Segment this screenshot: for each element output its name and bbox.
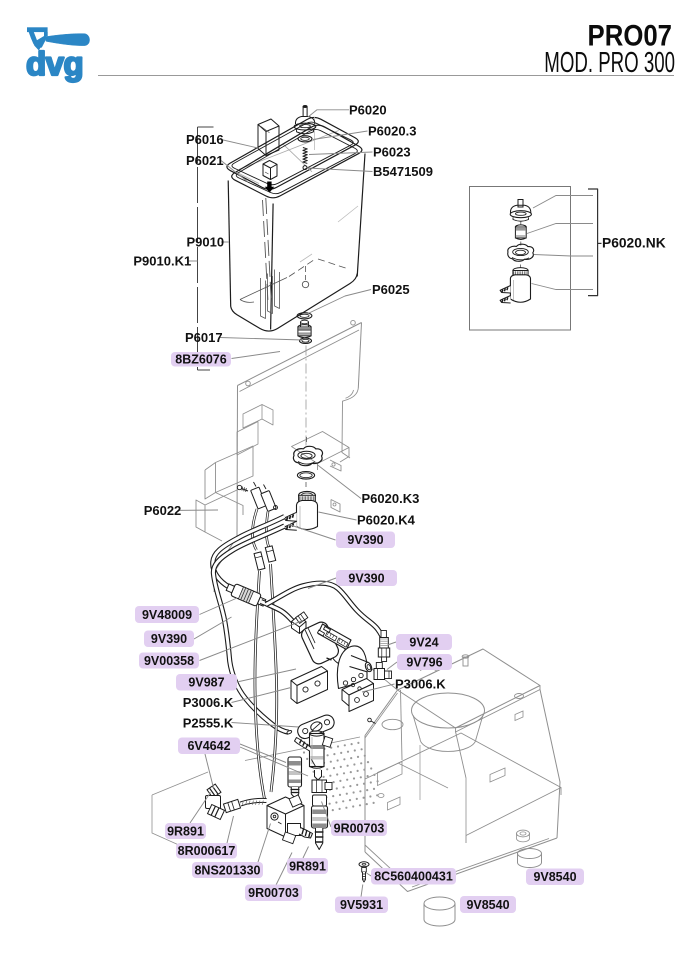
svg-text:9V390: 9V390 [151, 632, 187, 646]
svg-text:P9010: P9010 [187, 235, 225, 250]
svg-text:9V5931: 9V5931 [340, 898, 383, 912]
svg-text:9V987: 9V987 [188, 676, 224, 690]
svg-text:P6025: P6025 [372, 282, 410, 297]
svg-text:B5471509: B5471509 [373, 164, 433, 179]
svg-text:P6022: P6022 [144, 503, 182, 518]
svg-text:P6016: P6016 [186, 132, 224, 147]
svg-text:9R00703: 9R00703 [248, 886, 299, 900]
svg-text:P6020.3: P6020.3 [368, 124, 416, 139]
svg-text:MOD. PRO 300: MOD. PRO 300 [544, 47, 675, 79]
svg-text:9R00703: 9R00703 [334, 821, 385, 835]
svg-text:9V8540: 9V8540 [533, 870, 576, 884]
svg-text:P6020: P6020 [349, 103, 387, 118]
svg-text:P2555.K: P2555.K [183, 716, 234, 731]
svg-text:P6021: P6021 [186, 153, 224, 168]
svg-text:9V00358: 9V00358 [144, 654, 194, 668]
svg-text:8R000617: 8R000617 [178, 844, 236, 858]
svg-text:9R891: 9R891 [167, 824, 204, 838]
svg-text:P6020.NK: P6020.NK [602, 236, 666, 251]
svg-text:9V24: 9V24 [409, 635, 438, 649]
svg-text:P9010.K1: P9010.K1 [133, 254, 191, 269]
svg-text:8NS201330: 8NS201330 [194, 863, 260, 877]
svg-text:P6020.K4: P6020.K4 [357, 513, 416, 528]
svg-text:P6020.K3: P6020.K3 [362, 491, 420, 506]
svg-text:9V796: 9V796 [406, 655, 442, 669]
svg-text:P3006.K: P3006.K [183, 695, 234, 710]
svg-text:9V390: 9V390 [347, 533, 383, 547]
svg-text:PRO07: PRO07 [588, 19, 672, 52]
svg-text:9R891: 9R891 [289, 859, 326, 873]
svg-text:9V390: 9V390 [348, 571, 384, 585]
svg-text:P3006.K: P3006.K [395, 677, 446, 692]
svg-text:9V48009: 9V48009 [142, 608, 192, 622]
svg-text:9V8540: 9V8540 [466, 898, 509, 912]
svg-text:P6023: P6023 [373, 145, 411, 160]
svg-text:P6017: P6017 [185, 330, 223, 345]
svg-text:8C560400431: 8C560400431 [374, 870, 453, 884]
svg-text:6V4642: 6V4642 [187, 739, 230, 753]
svg-text:dvg: dvg [26, 45, 83, 82]
svg-text:8BZ6076: 8BZ6076 [175, 353, 226, 367]
